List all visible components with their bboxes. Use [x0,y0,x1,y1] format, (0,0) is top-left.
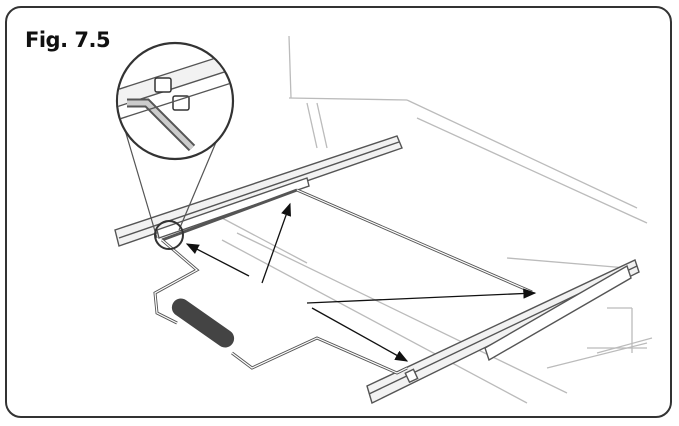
handle-grip [171,298,235,348]
arrow-to-front-slot [311,307,409,362]
zoom-detail-circle [115,41,235,250]
arrow-to-right-rail [306,288,537,304]
right-rail [366,259,640,404]
oven-cavity [221,35,653,404]
wire-shelf-highlight [154,189,533,374]
figure-label: Fig. 7.5 [25,28,111,52]
figure-frame: Fig. 7.5 [5,6,672,418]
oven-shelf-diagram [114,35,653,404]
pointer-arrows [185,202,537,362]
arrow-to-left-clip [185,243,250,277]
arrow-to-rear-slot [261,202,291,284]
